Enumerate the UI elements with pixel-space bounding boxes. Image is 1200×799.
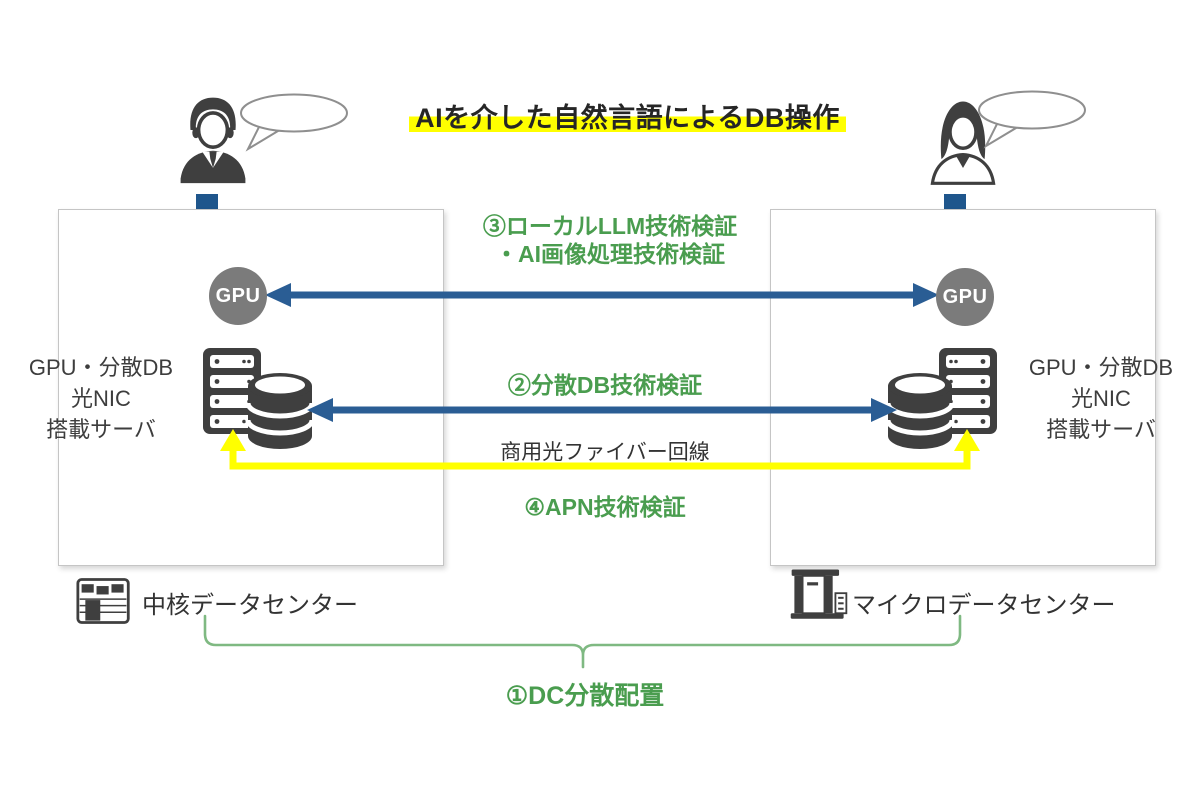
- server-label-line: GPU・分散DB: [28, 355, 174, 380]
- verification2-note: ②分散DB技術検証: [507, 372, 703, 398]
- verification3-note: ③ローカルLLM技術検証 ・AI画像処理技術検証: [425, 213, 795, 268]
- server-rack-icon: [203, 348, 261, 434]
- gpu-link-arrow: [265, 283, 939, 307]
- micro-datacenter-icon: [790, 569, 848, 619]
- core-datacenter-label: 中核データセンター: [142, 592, 358, 619]
- server-database-icon-right: [885, 348, 997, 449]
- micro-datacenter-label: マイクロデータセンター: [852, 592, 1116, 619]
- gpu-badge-right: GPU: [936, 268, 994, 326]
- server-database-icon-left: [203, 348, 315, 449]
- fiber-line-label: 商用光ファイバー回線: [500, 441, 710, 464]
- highlighted-title-text: AIを介した自然言語によるDB操作: [409, 103, 846, 133]
- page-title: AIを介した自然言語によるDB操作: [390, 96, 865, 135]
- server-label-right: GPU・分散DB 光NIC 搭載サーバ: [1010, 352, 1192, 446]
- server-label-line: 搭載サーバ: [1046, 417, 1156, 443]
- brace: [203, 614, 962, 669]
- database-icon: [885, 373, 955, 449]
- server-rack-icon: [939, 348, 997, 434]
- database-icon: [245, 373, 315, 449]
- female-user-icon: [930, 101, 996, 185]
- server-label-line: 光NIC: [71, 386, 131, 412]
- verification1-note: ①DC分散配置: [505, 682, 665, 710]
- core-datacenter-icon: [76, 578, 130, 624]
- verification3-line2: ・AI画像処理技術検証: [495, 240, 725, 267]
- server-label-left: GPU・分散DB 光NIC 搭載サーバ: [10, 352, 192, 446]
- gpu-badge-left: GPU: [209, 267, 267, 325]
- server-label-line: GPU・分散DB: [1028, 355, 1174, 380]
- verification3-line1: ③ローカルLLM技術検証: [482, 213, 738, 239]
- server-label-line: 搭載サーバ: [46, 417, 156, 443]
- gpu-badge-label: GPU: [942, 285, 988, 308]
- male-user-icon: [180, 97, 246, 184]
- speech-bubble-icon: [240, 93, 348, 152]
- gpu-badge-label: GPU: [215, 284, 261, 307]
- db-link-arrow: [307, 398, 897, 422]
- server-label-line: 光NIC: [1071, 386, 1131, 412]
- fiber-line-arrow: [220, 429, 980, 470]
- speech-bubble-icon: [978, 90, 1086, 149]
- verification4-note: ④APN技術検証: [524, 494, 686, 520]
